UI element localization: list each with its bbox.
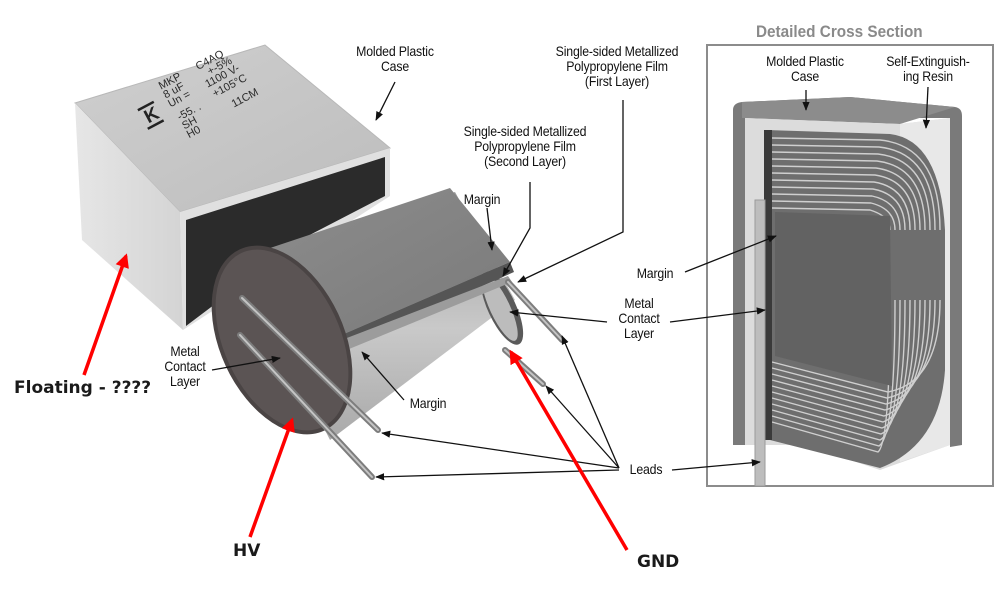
label-film-second-layer: Single-sided Metallized Polypropylene Fi…: [450, 124, 600, 169]
annotation-floating: Floating - ????: [14, 378, 152, 398]
arrow-first-layer: [517, 100, 624, 283]
label-line: Single-sided Metallized: [463, 123, 587, 139]
film-layer-bottom: [771, 299, 936, 399]
film-layer-top: [771, 179, 911, 231]
film-layer-top: [771, 158, 926, 231]
label-line: Leads: [629, 461, 663, 477]
film-layer-top: [771, 144, 936, 231]
label-cross-section-case: Molded Plastic Case: [757, 54, 854, 84]
label-cross-section-margin: Margin: [629, 266, 682, 281]
label-cross-section-resin: Self-Extinguish- ing Resin: [879, 54, 978, 84]
film-layer-top: [771, 165, 921, 231]
label-line: Layer: [170, 373, 200, 389]
film-layer-bottom: [771, 299, 911, 429]
arrow-metal-right-1: [509, 309, 608, 323]
arrow-case: [375, 81, 396, 121]
film-layer-top: [771, 137, 941, 231]
film-layer-bottom: [771, 299, 926, 411]
arrow-metal-right-2: [669, 307, 766, 323]
arrow-metal-left: [211, 355, 281, 371]
label-molded-case: Molded Plastic Case: [347, 44, 444, 74]
label-line: Molded Plastic: [766, 53, 844, 69]
film-layer-bottom: [771, 299, 931, 405]
arrow-hv: [248, 417, 295, 538]
cross-section-lead: [754, 199, 766, 487]
annotation-arrows: [82, 253, 629, 551]
arrow-cross-resin: [922, 86, 931, 129]
film-layer-top: [771, 186, 906, 231]
arrow-lead-4: [545, 385, 620, 469]
label-line: Margin: [409, 395, 447, 411]
label-film-first-layer: Single-sided Metallized Polypropylene Fi…: [542, 44, 692, 89]
label-line: Molded Plastic: [356, 43, 434, 59]
capacitor-winding: [211, 188, 565, 480]
label-line: Contact: [618, 310, 660, 326]
label-margin-top: Margin: [456, 192, 509, 207]
label-line: Metal: [624, 295, 654, 311]
marking-left-5: H0: [185, 124, 203, 141]
film-layer-top: [771, 172, 916, 231]
arrow-gnd: [509, 349, 629, 551]
film-layer-top: [771, 151, 931, 231]
label-margin-bottom: Margin: [402, 396, 455, 411]
label-line: Case: [790, 68, 820, 84]
label-line: Case: [380, 58, 410, 74]
label-line: Self-Extinguish-: [886, 53, 970, 69]
annotation-gnd: GND: [637, 552, 680, 572]
label-line: ing Resin: [903, 68, 953, 84]
film-layer-top: [771, 193, 901, 231]
film-layer-bottom: [771, 299, 896, 447]
arrow-second-layer: [502, 182, 531, 277]
arrow-margin-bottom: [361, 351, 405, 401]
label-line: Polypropylene Film: [474, 138, 576, 154]
label-line: Contact: [164, 358, 206, 374]
arrow-lead-1: [381, 430, 620, 469]
cross-section-title: Detailed Cross Section: [756, 22, 923, 41]
film-layer-bottom: [771, 299, 906, 435]
label-line: (First Layer): [584, 73, 650, 89]
film-layer-top: [771, 200, 896, 231]
label-line: Layer: [624, 325, 654, 341]
cross-section-metal-contact: [764, 130, 772, 440]
label-line: (Second Layer): [484, 153, 566, 169]
label-line: Polypropylene Film: [566, 58, 668, 74]
label-line: Margin: [463, 191, 501, 207]
label-line: Margin: [636, 265, 674, 281]
arrow-lead-cross: [671, 459, 761, 471]
label-metal-contact-left: Metal Contact Layer: [161, 344, 209, 389]
label-line: Single-sided Metallized: [555, 43, 679, 59]
label-line: Metal: [170, 343, 200, 359]
label-metal-contact-right: Metal Contact Layer: [613, 296, 666, 341]
label-leads: Leads: [621, 462, 670, 477]
film-layer-bottom: [771, 299, 901, 441]
label-arrows: [211, 81, 931, 481]
arrow-floating: [82, 253, 129, 376]
arrow-margin-top: [486, 207, 495, 251]
arrow-cross-margin: [684, 235, 777, 273]
cross-section-panel: [706, 44, 994, 487]
arrow-lead-3: [561, 335, 620, 469]
annotation-hv: HV: [233, 541, 261, 561]
arrow-lead-2: [375, 469, 620, 481]
